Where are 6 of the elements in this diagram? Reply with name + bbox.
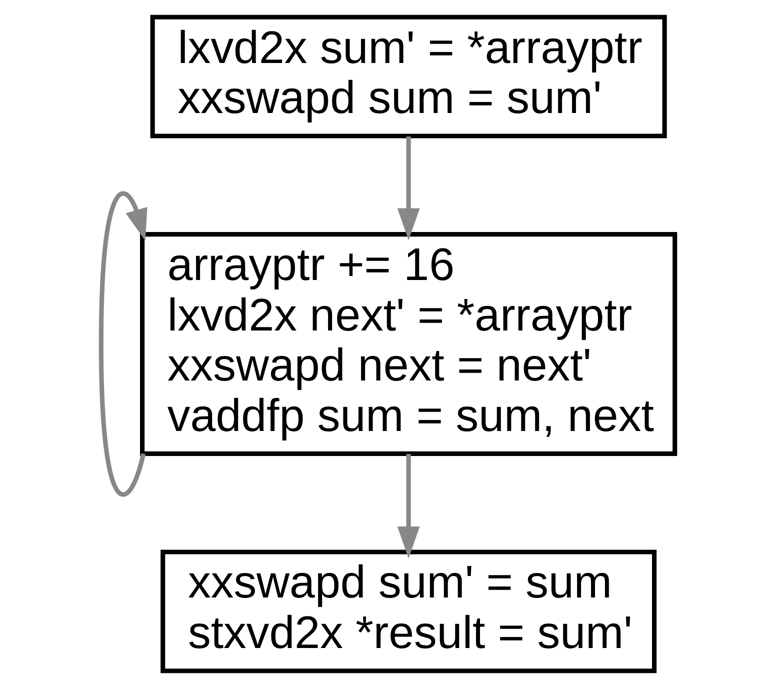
arrow: [396, 454, 420, 559]
node-box: xxswapd sum' = sum stxvd2x *result = sum': [160, 550, 656, 674]
node-box: arrayptr += 16 lxvd2x next' = *arrayptr xxswapd next = next' vaddfp sum = sum, next: [140, 232, 677, 456]
node-box: lxvd2x sum' = *arrayptr xxswapd sum = sum': [150, 14, 666, 138]
arrow: [98, 192, 147, 496]
arrow: [396, 136, 420, 240]
